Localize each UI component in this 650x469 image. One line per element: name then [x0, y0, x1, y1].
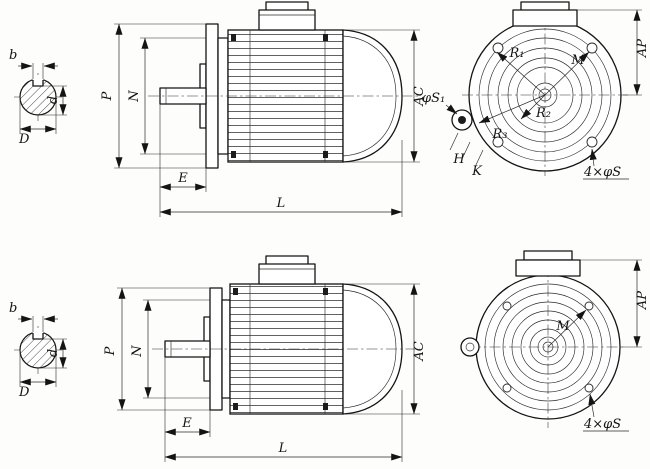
dim-P: P	[103, 287, 210, 411]
bolt	[231, 34, 236, 41]
dim-label-AC: AC	[412, 341, 427, 361]
dim-label-R3: R₃	[492, 127, 508, 142]
bottom-shaft-section: b d D	[9, 301, 67, 400]
dim-label-P: P	[103, 346, 118, 356]
dim-b: b	[9, 48, 58, 79]
dim-label-R1: R₁	[509, 46, 525, 61]
bottom-front-view: M 4×φS AP	[460, 250, 650, 432]
dim-H: H	[449, 132, 471, 167]
dim-E: E	[164, 357, 211, 437]
top-shaft-section: b d D	[9, 48, 67, 147]
dim-label-L: L	[276, 196, 286, 211]
dim-AP: AP	[580, 259, 650, 348]
dim-R3: R₃	[478, 94, 546, 142]
dim-d: d	[38, 338, 67, 369]
dim-D: D	[18, 97, 57, 147]
dim-R2: R₂	[520, 94, 551, 121]
eye-bolt	[460, 337, 480, 357]
bottom-side-view: P N E L AC	[103, 255, 427, 462]
dim-b: b	[9, 301, 58, 332]
dim-label-D: D	[18, 132, 30, 147]
dim-label-bolt-holes: 4×φS	[583, 417, 621, 432]
dim-K: K	[471, 149, 484, 179]
dim-label-b: b	[9, 301, 17, 316]
keyway-cut	[32, 328, 44, 339]
dim-label-d: d	[46, 96, 61, 104]
terminal-box	[512, 9, 578, 27]
keyway	[32, 333, 44, 340]
motor-body	[229, 283, 344, 415]
dim-d: d	[38, 85, 67, 116]
dim-label-M: M	[555, 319, 570, 334]
bolt-hole	[502, 301, 512, 311]
terminal-box	[515, 259, 581, 277]
dim-E: E	[159, 104, 207, 192]
dim-label-D: D	[18, 385, 30, 400]
dim-L: L	[159, 140, 403, 217]
dim-phi-s1: φS₁	[422, 91, 458, 115]
bolt-hole	[586, 42, 598, 54]
dim-label-R2: R₂	[535, 106, 551, 121]
dim-N: N	[127, 37, 206, 155]
dim-label-d: d	[46, 349, 61, 357]
dim-M: M	[544, 51, 590, 96]
dim-R1: R₁	[496, 46, 546, 96]
bolt-hole	[586, 136, 598, 148]
dim-label-N: N	[127, 90, 142, 103]
dim-label-E: E	[181, 416, 192, 431]
ear-hole	[458, 116, 466, 124]
bolt-hole	[584, 383, 594, 393]
dim-label-AC: AC	[412, 86, 427, 106]
bolt	[233, 288, 238, 295]
bolt	[233, 403, 238, 410]
dim-label-AP: AP	[635, 39, 650, 58]
bolt	[323, 403, 328, 410]
bolt-hole	[502, 383, 512, 393]
bolt	[323, 151, 328, 158]
dim-label-M: M	[570, 53, 585, 68]
bolt-hole	[584, 301, 594, 311]
dim-D: D	[18, 350, 57, 400]
dim-label-H: H	[452, 152, 465, 167]
dim-N: N	[130, 299, 210, 399]
dim-label-AP: AP	[635, 291, 650, 310]
dim-bolt-holes: 4×φS	[583, 393, 629, 432]
bolt	[323, 34, 328, 41]
dim-label-phi-s1: φS₁	[422, 91, 445, 106]
dim-AP: AP	[577, 9, 650, 96]
dim-bolt-holes: 4×φS	[583, 148, 629, 180]
bolt	[323, 288, 328, 295]
dim-label-b: b	[9, 48, 17, 63]
dim-label-E: E	[177, 171, 188, 186]
eye-bolt-hole	[465, 342, 475, 352]
top-front-view: R₁ M R₂ R₃ H K φS₁ 4×φS	[422, 1, 650, 180]
bolt-hole	[492, 42, 504, 54]
dim-AC: AC	[343, 283, 427, 415]
dim-label-K: K	[471, 164, 483, 179]
bolt-hole	[492, 136, 504, 148]
dim-AC: AC	[343, 29, 427, 163]
dim-M: M	[547, 309, 587, 348]
dim-label-N: N	[130, 345, 145, 358]
dim-label-L: L	[278, 441, 288, 456]
top-side-view: P N E L AC	[100, 1, 427, 217]
bolt	[231, 151, 236, 158]
terminal-box	[258, 263, 316, 285]
keyway	[32, 80, 44, 87]
dim-label-P: P	[100, 91, 115, 101]
dim-L: L	[164, 390, 403, 462]
keyway-cut	[32, 75, 44, 86]
dim-label-bolt-holes: 4×φS	[583, 165, 621, 180]
terminal-box-lid	[523, 250, 573, 261]
terminal-box	[258, 9, 316, 31]
